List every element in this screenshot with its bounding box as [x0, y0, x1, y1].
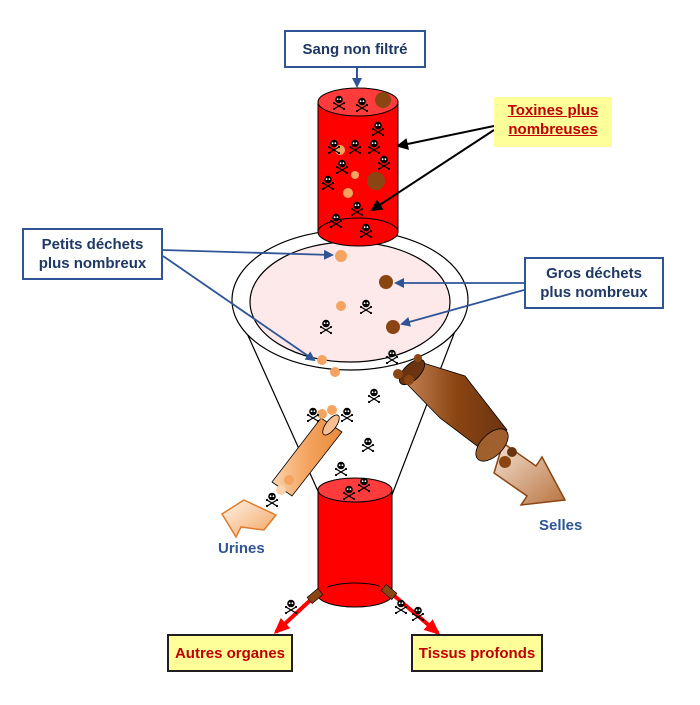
skull-crossbones-icon: [284, 599, 298, 614]
orange-dot-icon: [335, 145, 345, 155]
orange-dot-icon: [343, 188, 353, 198]
brown-dot-icon: [507, 447, 517, 457]
other-organs-text: Autres organes: [174, 645, 286, 662]
stool-label: Selles: [539, 517, 583, 534]
urine-label: Urines: [218, 540, 265, 557]
arrow-small-waste-2-icon: [162, 255, 316, 362]
toxins-label: Toxines plus nombreuses: [494, 97, 612, 147]
brown-dot-icon: [367, 172, 385, 190]
unfiltered-blood-label: Sang non filtré: [284, 30, 426, 68]
brown-dot-icon: [414, 354, 422, 362]
large-waste-label: Gros déchets plus nombreux: [524, 257, 664, 309]
filter-membrane: [249, 241, 451, 363]
brown-dot-icon: [499, 456, 511, 468]
orange-dot-icon: [335, 250, 347, 262]
urine-arrow-icon: [220, 499, 278, 539]
orange-dot-icon: [351, 171, 359, 179]
brown-dot-icon: [404, 375, 414, 385]
output-arrows: [273, 580, 441, 635]
small-waste-text-line1: Petits déchets: [41, 236, 144, 253]
orange-dot-icon: [317, 355, 327, 365]
orange-dot-icon: [284, 475, 294, 485]
toxins-text-line1: Toxines plus: [507, 102, 599, 119]
arrow-large-waste-2-icon: [400, 289, 525, 327]
stool-tube: [398, 358, 567, 506]
small-waste-particles: [276, 145, 359, 495]
brown-dot-icon: [375, 92, 391, 108]
orange-dot-icon: [336, 301, 346, 311]
large-waste-particles: [367, 92, 517, 468]
deep-tissues-text: Tissus profonds: [418, 645, 536, 662]
toxins-text-line2: nombreuses: [508, 121, 598, 138]
unfiltered-blood-text: Sang non filtré: [302, 41, 408, 58]
skull-crossbones-icon: [265, 492, 279, 507]
brown-dot-icon: [393, 369, 403, 379]
large-waste-text-line2: plus nombreux: [540, 284, 648, 301]
filter-funnel: [231, 229, 469, 501]
output-blood-cylinder: [317, 477, 393, 608]
arrow-to-organs-icon: [273, 580, 332, 635]
skull-crossbones-icon: [411, 606, 425, 621]
arrow-toxins-1-icon: [396, 125, 495, 150]
brown-dot-icon: [379, 275, 393, 289]
other-organs-label: Autres organes: [167, 634, 293, 672]
orange-dot-icon: [276, 485, 286, 495]
stool-arrow-icon: [493, 441, 567, 506]
deep-tissues-label: Tissus profonds: [411, 634, 543, 672]
orange-dot-icon: [330, 367, 340, 377]
orange-dot-icon: [327, 405, 337, 415]
orange-dot-icon: [317, 409, 327, 419]
brown-dot-icon: [386, 320, 400, 334]
arrow-toxins-2-icon: [370, 129, 495, 212]
connector-arrows: [162, 68, 525, 362]
large-waste-text-line1: Gros déchets: [546, 265, 642, 282]
skull-crossbones-icon: [394, 599, 408, 614]
small-waste-label: Petits déchets plus nombreux: [22, 228, 163, 280]
small-waste-text-line2: plus nombreux: [38, 255, 147, 272]
arrow-small-waste-1-icon: [162, 249, 334, 260]
